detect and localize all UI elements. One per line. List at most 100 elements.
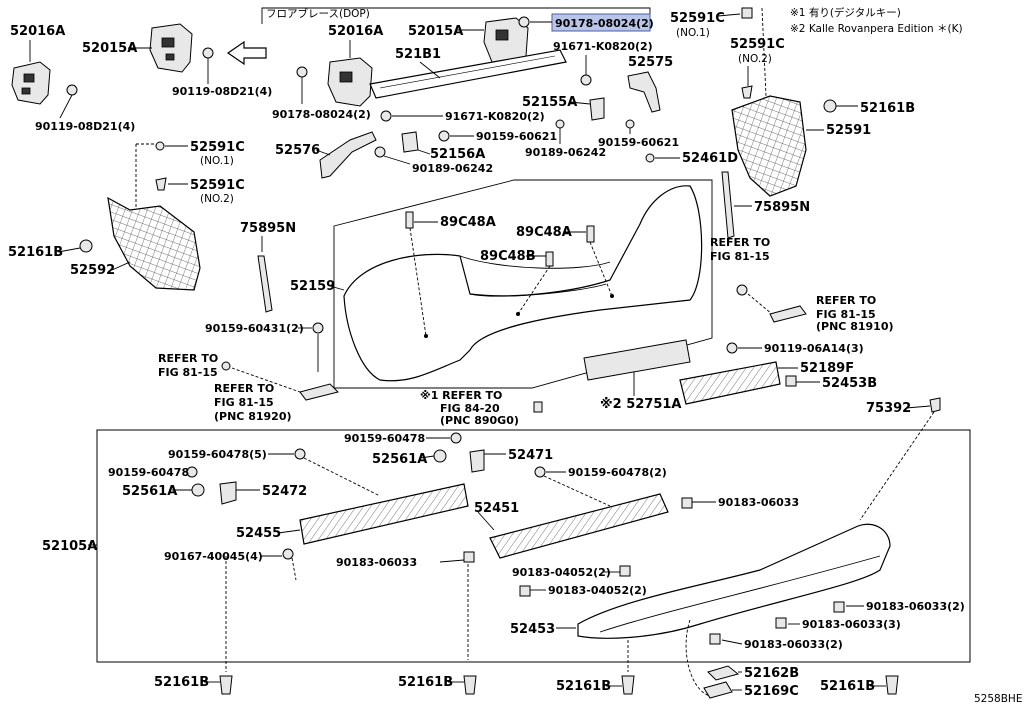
label-90183-04052-b: 90183-04052(2) bbox=[548, 584, 647, 597]
reflector-right bbox=[769, 305, 807, 323]
label-52015A-mid: 52015A bbox=[408, 24, 463, 39]
label-52575: 52575 bbox=[628, 55, 673, 70]
label-75895N-l: 75895N bbox=[240, 221, 296, 236]
bracket-52575 bbox=[627, 71, 661, 113]
floor-brace-label: フロアブレース(DOP) bbox=[266, 7, 370, 20]
label-52591C-top-no1: (NO.1) bbox=[676, 27, 710, 39]
liner-52591 bbox=[731, 95, 807, 197]
bracket-52016A-mid bbox=[327, 57, 373, 107]
label-521B1: 521B1 bbox=[395, 47, 441, 62]
bracket-52016A-left bbox=[11, 61, 51, 105]
refer-81-15-d: REFER TO bbox=[816, 294, 876, 307]
bracket-52015A-left bbox=[149, 23, 193, 73]
clip-52161B-3 bbox=[621, 640, 635, 695]
strip-75895N-l bbox=[257, 255, 273, 313]
label-52161B-b3: 52161B bbox=[556, 679, 611, 694]
label-90189-06242-a: 90189-06242 bbox=[412, 162, 493, 175]
clip-52161B-4 bbox=[885, 675, 899, 695]
label-89C48B: 89C48B bbox=[480, 249, 536, 264]
label-89C48A-b: 89C48A bbox=[516, 225, 572, 240]
label-52161B-l: 52161B bbox=[8, 245, 63, 260]
label-52561A-b: 52561A bbox=[372, 452, 427, 467]
label-52161B-tr: 52161B bbox=[860, 101, 915, 116]
label-52472: 52472 bbox=[262, 484, 307, 499]
refer-81-15-c2: FIG 81-15 bbox=[710, 250, 770, 263]
label-52591C-r-no2: (NO.2) bbox=[738, 53, 772, 65]
bracket-52155A bbox=[589, 97, 605, 121]
grille-52455 bbox=[299, 483, 469, 545]
refer-81-15-c: REFER TO bbox=[710, 236, 770, 249]
clip-52161B-2 bbox=[463, 675, 477, 695]
label-90178-08024-highlighted[interactable]: 90178-08024(2) bbox=[555, 17, 654, 30]
bracket-52576 bbox=[319, 131, 377, 179]
label-90183-06033-a: 90183-06033 bbox=[718, 496, 799, 509]
label-90189-06242-b: 90189-06242 bbox=[525, 146, 606, 159]
garnish-52453 bbox=[577, 523, 891, 639]
refer-81-15-b2: FIG 81-15 bbox=[214, 396, 274, 409]
label-90119-06A14: 90119-06A14(3) bbox=[764, 342, 864, 355]
cap-52169C bbox=[703, 681, 733, 699]
bracket-52472 bbox=[219, 481, 237, 505]
clip-52591C-r bbox=[741, 85, 753, 99]
label-90159-60431: 90159-60431(2) bbox=[205, 322, 304, 335]
decal-52751A bbox=[583, 339, 691, 381]
label-90183-06033-3: 90183-06033(3) bbox=[802, 618, 901, 631]
floor-brace-bracket bbox=[261, 7, 651, 24]
label-91671-K0820-a: 91671-K0820(2) bbox=[553, 40, 653, 53]
note-2: ※2 Kalle Rovanpera Edition ＊(K) bbox=[790, 23, 963, 35]
label-90183-04052-a: 90183-04052(2) bbox=[512, 566, 611, 579]
label-52016A-left: 52016A bbox=[10, 24, 65, 39]
label-52156A: 52156A bbox=[430, 147, 485, 162]
refer-84-20-2: FIG 84-20 bbox=[440, 402, 500, 415]
label-75392: 75392 bbox=[866, 401, 911, 416]
label-52592: 52592 bbox=[70, 263, 115, 278]
label-90159-60478-5: 90159-60478(5) bbox=[168, 448, 267, 461]
label-52591: 52591 bbox=[826, 123, 871, 138]
label-52591C-r: 52591C bbox=[730, 37, 785, 52]
label-52015A-left: 52015A bbox=[82, 41, 137, 56]
label-52161B-b2: 52161B bbox=[398, 675, 453, 690]
label-75895N-r: 75895N bbox=[754, 200, 810, 215]
bracket-52189F bbox=[679, 361, 781, 405]
refer-81-15-a2: FIG 81-15 bbox=[158, 366, 218, 379]
label-52591C-l1-no1: (NO.1) bbox=[200, 155, 234, 167]
diffuser-52451 bbox=[489, 493, 669, 559]
label-52591C-l2-no2: (NO.2) bbox=[200, 193, 234, 205]
refer-81-15-d2: FIG 81-15 bbox=[816, 308, 876, 321]
floor-brace-521B1 bbox=[369, 49, 567, 99]
label-90178-08024-b: 90178-08024(2) bbox=[272, 108, 371, 121]
clip-52161B-1 bbox=[219, 556, 233, 695]
pnc-81910: (PNC 81910) bbox=[816, 320, 894, 333]
label-52453: 52453 bbox=[510, 622, 555, 637]
liner-52592 bbox=[107, 196, 201, 291]
bracket-52471 bbox=[469, 449, 485, 473]
label-52155A: 52155A bbox=[522, 95, 577, 110]
label-52751A: ※2 52751A bbox=[600, 397, 682, 412]
label-90159-60621-a: 90159-60621 bbox=[476, 130, 557, 143]
assembly-box-52105A bbox=[96, 429, 971, 663]
pnc-81920: (PNC 81920) bbox=[214, 410, 292, 423]
label-52159: 52159 bbox=[290, 279, 335, 294]
label-52461D: 52461D bbox=[682, 151, 738, 166]
label-52455: 52455 bbox=[236, 526, 281, 541]
label-52471: 52471 bbox=[508, 448, 553, 463]
label-90119-08D21-a: 90119-08D21(4) bbox=[35, 120, 135, 133]
label-90167-40045: 90167-40045(4) bbox=[164, 550, 263, 563]
refer-81-15-a: REFER TO bbox=[158, 352, 218, 365]
label-52451: 52451 bbox=[474, 501, 519, 516]
reflector-left bbox=[299, 383, 339, 401]
label-52453B: 52453B bbox=[822, 376, 877, 391]
label-90183-06033-2b: 90183-06033(2) bbox=[744, 638, 843, 651]
bracket-52156A bbox=[401, 131, 419, 153]
label-52161B-b1: 52161B bbox=[154, 675, 209, 690]
label-90183-06033-2a: 90183-06033(2) bbox=[866, 600, 965, 613]
label-90159-60621-b: 90159-60621 bbox=[598, 136, 679, 149]
strip-75895N-r bbox=[721, 171, 735, 239]
cap-52162B bbox=[707, 665, 740, 681]
refer-84-20: ※1 REFER TO bbox=[420, 389, 502, 402]
label-52189F: 52189F bbox=[800, 361, 854, 376]
arrow-left-icon bbox=[226, 40, 267, 66]
refer-81-15-b: REFER TO bbox=[214, 382, 274, 395]
label-90159-60478-2: 90159-60478(2) bbox=[568, 466, 667, 479]
